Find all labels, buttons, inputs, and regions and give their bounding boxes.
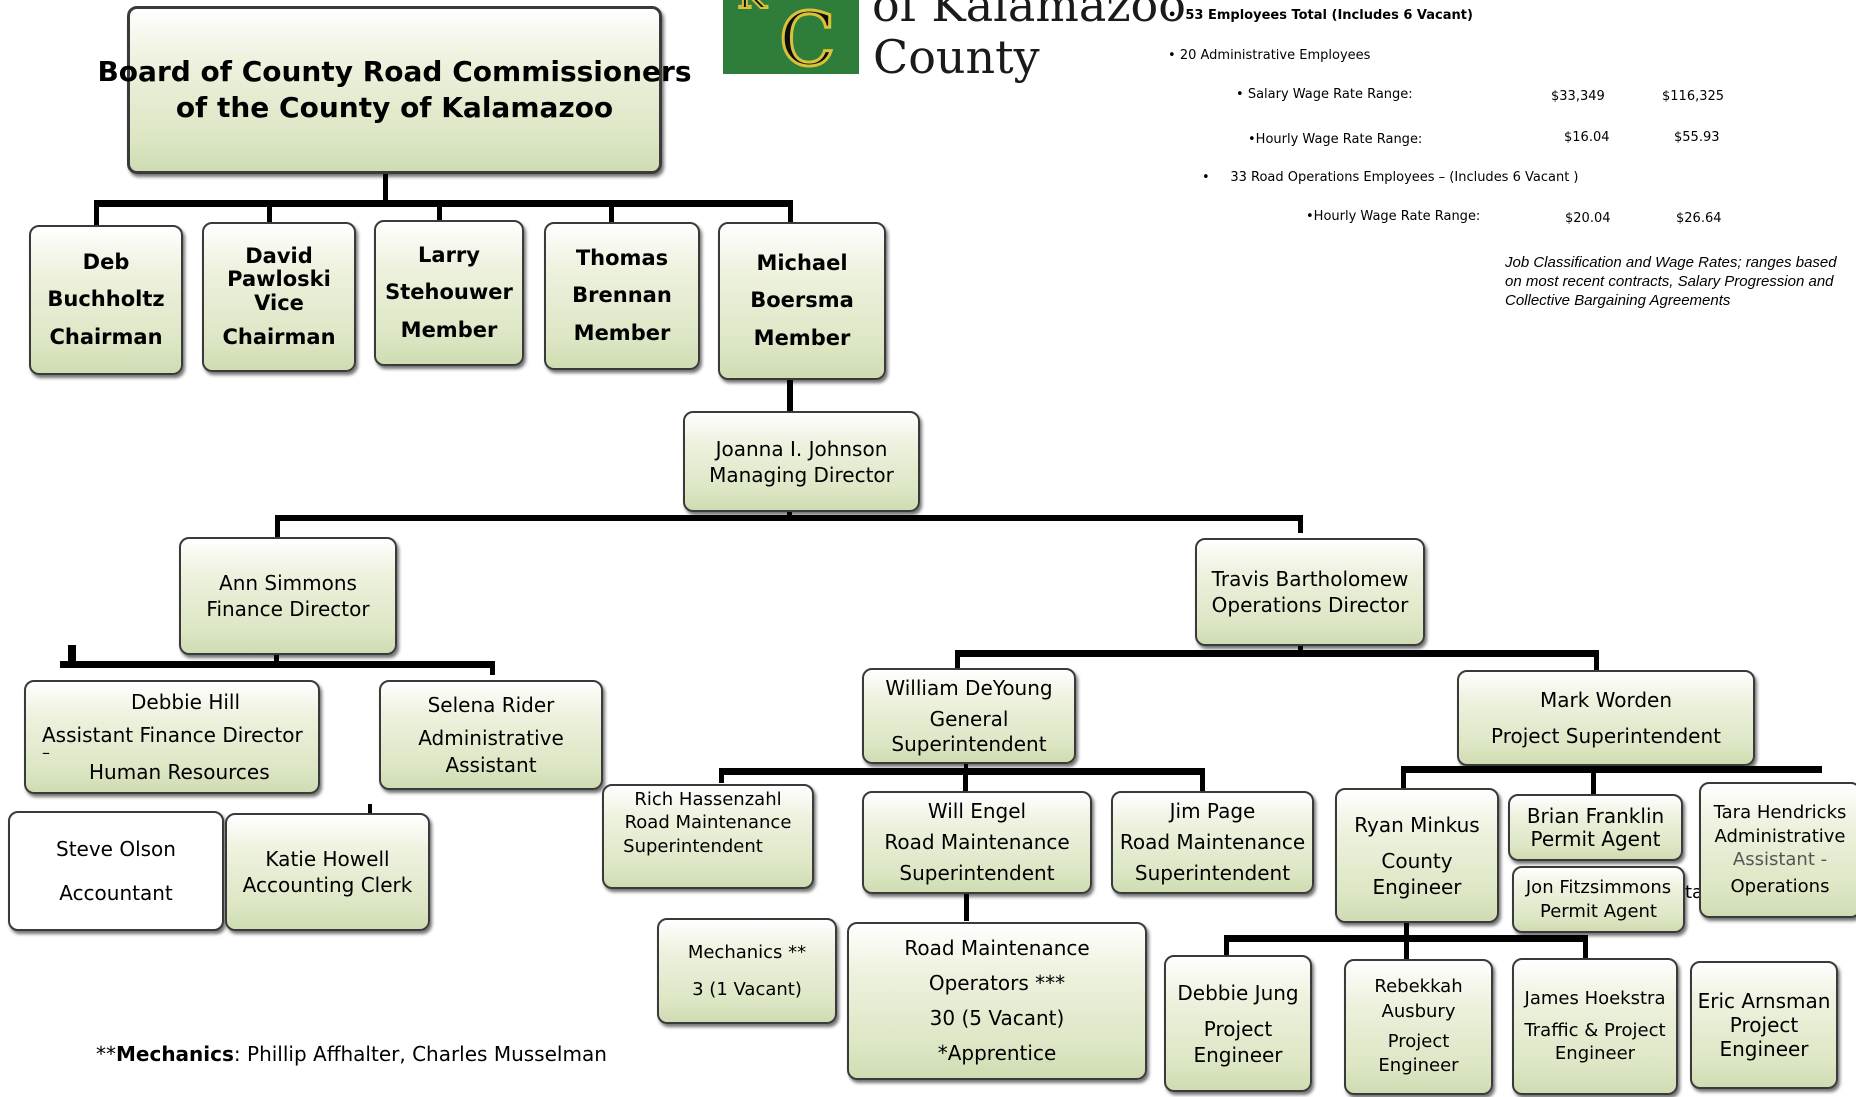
accounting-clerk-box: Katie Howell Accounting Clerk bbox=[225, 813, 430, 931]
admin-assistant-finance-box: Selena Rider Administrative Assistant bbox=[379, 680, 603, 790]
minkus-box: Ryan Minkus County Engineer bbox=[1335, 788, 1499, 923]
accountant-box: Steve Olson Accountant bbox=[8, 811, 224, 931]
engel-box: Will Engel Road Maintenance Superintende… bbox=[862, 791, 1092, 894]
general-superintendent-box: William DeYoung General Superintendent bbox=[862, 668, 1076, 764]
page-box: Jim Page Road Maintenance Superintendent bbox=[1111, 791, 1314, 894]
svg-text:K: K bbox=[737, 0, 768, 18]
wage-note: Job Classification and Wage Rates; range… bbox=[1505, 254, 1837, 310]
managing-director-box: Joanna I. Johnson Managing Director bbox=[683, 411, 920, 512]
franklin-box: Brian Franklin Permit Agent bbox=[1508, 794, 1683, 861]
jung-box: Debbie Jung Project Engineer bbox=[1164, 955, 1312, 1092]
kc-monogram-icon: K C bbox=[736, 0, 837, 85]
logo-line-2: County bbox=[873, 30, 1040, 84]
arnsman-box: Eric Arnsman Project Engineer bbox=[1690, 961, 1838, 1089]
info-salary-high: $116,325 bbox=[1662, 89, 1725, 104]
logo-line-1: of Kalamazoo bbox=[872, 0, 1186, 32]
info-road-hourly-low: $20.04 bbox=[1565, 211, 1611, 226]
info-hourly-low: $16.04 bbox=[1564, 130, 1610, 145]
hendricks-box: Tara Hendricks Administrative Assistant … bbox=[1699, 782, 1856, 918]
info-salary-low: $33,349 bbox=[1551, 89, 1605, 104]
mechanics-footnote: **Mechanics: Phillip Affhalter, Charles … bbox=[96, 1042, 607, 1066]
finance-director-box: Ann Simmons Finance Director bbox=[179, 537, 397, 655]
info-hourly-label: •Hourly Wage Rate Range: bbox=[1248, 132, 1423, 147]
fitzsimmons-overflow-text: ta bbox=[1685, 882, 1704, 903]
info-salary-label: • Salary Wage Rate Range: bbox=[1236, 87, 1413, 102]
operations-director-box: Travis Bartholomew Operations Director bbox=[1195, 538, 1425, 646]
info-total: • 53 Employees Total (Includes 6 Vacant) bbox=[1168, 8, 1473, 23]
hassenzahl-box: Rich Hassenzahl Road Maintenance Superin… bbox=[602, 784, 814, 889]
hoekstra-box: James Hoekstra Traffic & Project Enginee… bbox=[1512, 958, 1678, 1095]
board-member-stehouwer: Larry Stehouwer Member bbox=[374, 220, 524, 366]
info-hourly-high: $55.93 bbox=[1674, 130, 1720, 145]
project-superintendent-box: Mark Worden Project Superintendent bbox=[1457, 670, 1755, 766]
board-member-buchholtz: Deb Buchholtz Chairman bbox=[29, 225, 183, 375]
ausbury-box: Rebekkah Ausbury Project Engineer bbox=[1344, 959, 1493, 1095]
svg-text:C: C bbox=[779, 0, 836, 74]
info-road-ops: • 33 Road Operations Employees – (Includ… bbox=[1202, 170, 1579, 185]
info-admin: • 20 Administrative Employees bbox=[1168, 48, 1371, 63]
info-road-hourly-high: $26.64 bbox=[1676, 211, 1722, 226]
mechanics-box: Mechanics ** 3 (1 Vacant) bbox=[657, 918, 837, 1024]
logo-emblem: K C bbox=[723, 0, 859, 85]
board-member-pawloski: David Pawloski Vice Chairman bbox=[202, 222, 356, 372]
operators-box: Road Maintenance Operators *** 30 (5 Vac… bbox=[847, 922, 1147, 1080]
board-member-brennan: Thomas Brennan Member bbox=[544, 222, 700, 370]
board-title-box: Board of County Road Commissioners of th… bbox=[97, 6, 692, 174]
info-road-hourly-label: •Hourly Wage Rate Range: bbox=[1306, 209, 1481, 224]
asst-finance-director-box: Debbie Hill Assistant Finance Director –… bbox=[24, 680, 320, 794]
fitzsimmons-box: Jon Fitzsimmons Permit Agent bbox=[1512, 866, 1685, 933]
board-member-boersma: Michael Boersma Member bbox=[718, 222, 886, 380]
